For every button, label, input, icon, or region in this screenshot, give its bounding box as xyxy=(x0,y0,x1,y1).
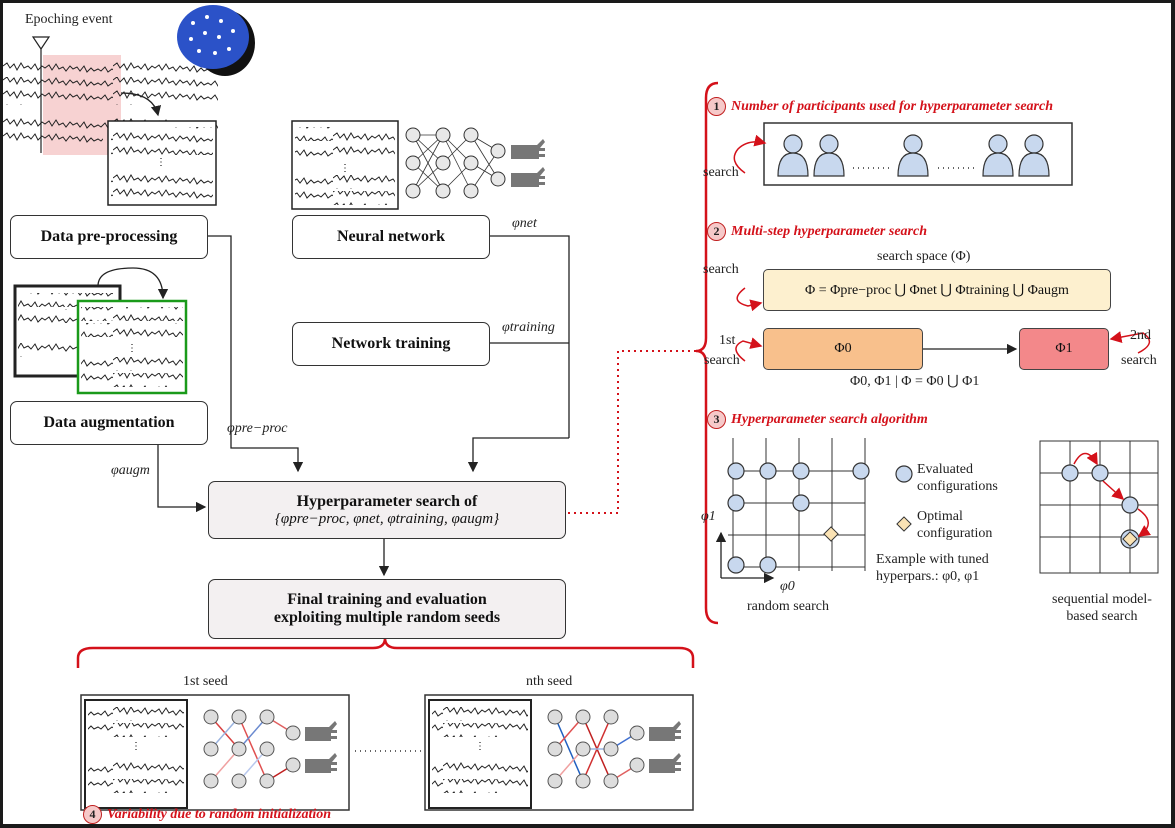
section-3-number: 3 xyxy=(707,410,726,429)
svg-text:⋮: ⋮ xyxy=(131,741,141,752)
eeg-cap-head-icon xyxy=(177,5,255,76)
final-training-box: Final training and evaluation exploiting… xyxy=(208,579,566,639)
seed-nth-label: nth seed xyxy=(526,674,573,689)
final-training-line2: exploiting multiple random seeds xyxy=(273,609,501,626)
connector-lines xyxy=(157,235,570,577)
section-2-heading: 2 Multi-step hyperparameter search xyxy=(707,222,927,241)
neural-network-box: Neural network xyxy=(292,215,490,259)
section-4-heading: 4 Variability due to random initializatio… xyxy=(83,805,331,824)
link-dotted-line xyxy=(568,350,703,514)
search-label: search xyxy=(704,353,740,368)
eeg-trace xyxy=(3,129,103,143)
section-1-title: Number of participants used for hyperpar… xyxy=(731,99,1053,114)
network-training-box: Network training xyxy=(292,322,490,366)
search-label: search xyxy=(703,165,739,180)
search-label: search xyxy=(703,262,739,277)
second-step-label: 2nd xyxy=(1130,328,1151,343)
legend-optimal-icon xyxy=(896,516,912,532)
section-3-title: Hyperparameter search algorithm xyxy=(731,412,928,427)
phi-training-label: φtraining xyxy=(502,320,555,335)
section-2-number: 2 xyxy=(707,222,726,241)
section-1-number: 1 xyxy=(707,97,726,116)
sequential-search-grid xyxy=(1039,440,1159,574)
section-2-title: Multi-step hyperparameter search xyxy=(731,224,927,239)
augmentation-illustration: ⋮ xyxy=(13,267,188,395)
eeg-recording-illustration xyxy=(3,5,255,155)
data-augmentation-box: Data augmentation xyxy=(10,401,208,445)
evaluated-node xyxy=(727,462,870,574)
final-training-line1: Final training and evaluation xyxy=(287,591,487,608)
neural-network-illustration: ⋮ xyxy=(291,120,545,210)
random-search-grid xyxy=(715,438,870,584)
section-4-title: Variability due to random initialization xyxy=(107,807,332,822)
phi-union-box: Φ = Φpre−proc ⋃ Φnet ⋃ Φtraining ⋃ Φaugm xyxy=(763,269,1111,311)
right-brace xyxy=(695,81,719,625)
epoching-marker-icon xyxy=(31,36,51,51)
random-search-label: random search xyxy=(747,599,830,614)
svg-text:⋮: ⋮ xyxy=(475,741,485,752)
section-4-number: 4 xyxy=(83,805,102,824)
epoching-event-label: Epoching event xyxy=(25,12,113,27)
eeg-trace xyxy=(3,91,218,105)
phi-net-label: φnet xyxy=(512,216,537,231)
diagram-canvas: ⋮ ⋮ ⋮ xyxy=(3,3,1171,824)
svg-text:⋮: ⋮ xyxy=(156,157,166,168)
hand-icon xyxy=(649,721,681,741)
seed-panel-1: ⋮ xyxy=(80,694,350,811)
seed-first-label: 1st seed xyxy=(183,674,228,689)
sequential-search-label: sequential model-based search xyxy=(1052,592,1152,624)
section-1-heading: 1 Number of participants used for hyperpa… xyxy=(707,97,1053,116)
bottom-brace xyxy=(76,637,695,668)
eeg-trace xyxy=(3,77,218,91)
first-step-label: 1st xyxy=(719,333,736,348)
legend-evaluated-icon xyxy=(895,465,913,483)
diagram-graphics: ⋮ ⋮ ⋮ xyxy=(3,5,1159,811)
hand-icon xyxy=(649,753,681,773)
search-space-label: search space (Φ) xyxy=(877,249,971,264)
hp-search-title: Hyperparameter search of xyxy=(296,492,478,510)
legend-optimal-label: Optimal configuration xyxy=(917,509,993,541)
search-label: search xyxy=(1121,353,1157,368)
seed-panel-n: ⋮ xyxy=(424,694,694,811)
phi-augm-label: φaugm xyxy=(111,463,150,478)
legend-evaluated-label: Evaluated configurations xyxy=(917,462,998,494)
participants-row xyxy=(733,122,1073,186)
eeg-trace xyxy=(3,61,218,75)
hand-icon xyxy=(305,721,337,741)
phi-preproc-label: φpre−proc xyxy=(227,421,288,436)
section-3-heading: 3 Hyperparameter search algorithm xyxy=(707,410,928,429)
example-label: Example with tuned hyperpars.: φ0, φ1 xyxy=(876,552,989,584)
hyperparameter-search-box: Hyperparameter search of {φpre−proc, φne… xyxy=(208,481,566,539)
hand-icon xyxy=(511,139,545,187)
axis-phi1-label: φ1 xyxy=(701,509,716,524)
hp-search-set: {φpre−proc, φnet, φtraining, φaugm} xyxy=(274,510,500,527)
axis-phi0-label: φ0 xyxy=(780,579,795,594)
svg-text:⋮: ⋮ xyxy=(127,343,137,354)
phi1-box: Φ1 xyxy=(1019,328,1109,370)
split-formula: Φ0, Φ1 | Φ = Φ0 ⋃ Φ1 xyxy=(850,374,980,389)
svg-text:⋮: ⋮ xyxy=(340,163,350,174)
phi0-box: Φ0 xyxy=(763,328,923,370)
optimal-marker xyxy=(823,526,839,542)
data-preprocessing-box: Data pre-processing xyxy=(10,215,208,259)
epoched-signal-panel: ⋮ xyxy=(107,120,217,206)
participant-icon xyxy=(777,134,1050,177)
hand-icon xyxy=(305,753,337,773)
